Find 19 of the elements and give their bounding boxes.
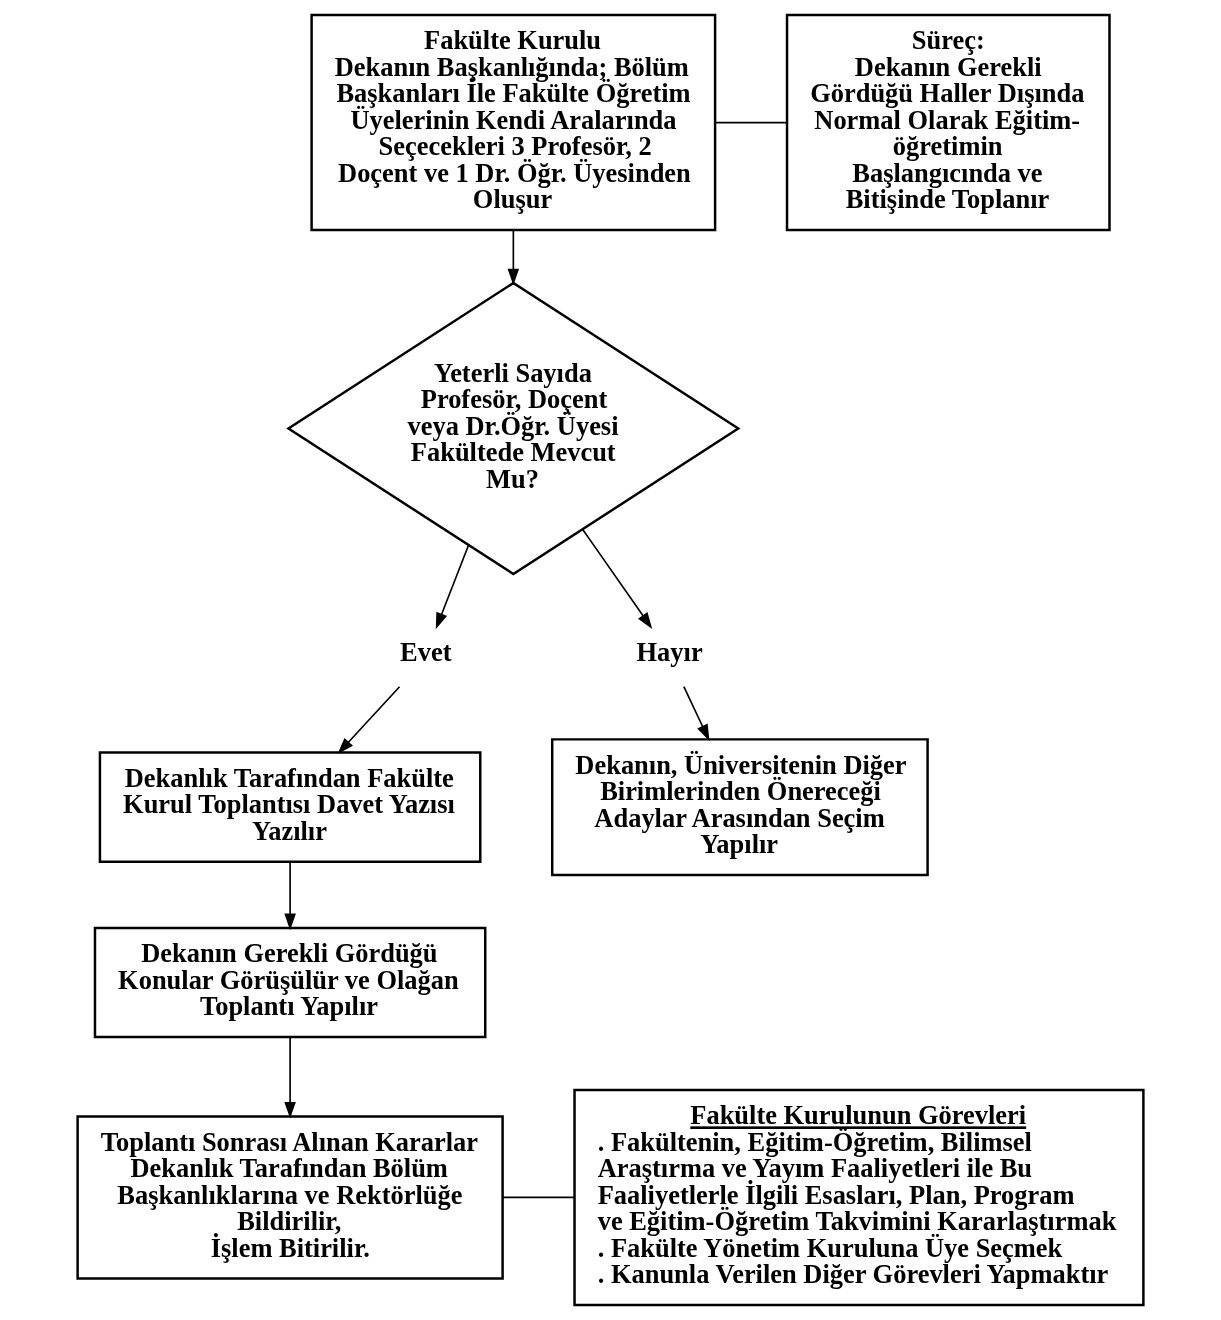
node-box: Fakülte Kurulu Dekanın Başkanlığında; Bölüm Başkanları İle Fakülte Öğretim Üyelerinin Kendi Aralarında Seçecekleri 3 Profesör, 2 Doçent ve 1 Dr. Öğr. Üyesinden Oluşur	[310, 13, 717, 232]
node-diamond: Yeterli Sayıda Profesör, Doçent veya Dr.Öğr. Üyesi Fakültede Mevcut Mu?	[286, 281, 741, 576]
node-box: Toplantı Sonrası Alınan Kararlar Dekanlık Tarafından Bölüm Başkanlıklarına ve Rektörlüğe Bildirilir, İşlem Bitirilir.	[76, 1115, 504, 1280]
node-box: Dekanın, Üniversitenin Diğer Birimlerinden Önereceği Adaylar Arasından Seçim Yapılır	[550, 738, 929, 877]
node-box: Dekanın Gerekli Gördüğü Konular Görüşülür ve Olağan Toplantı Yapılır	[93, 926, 487, 1039]
arrow	[435, 544, 470, 630]
arrow	[507, 229, 520, 286]
arrow	[683, 685, 710, 742]
node-box: Süreç: Dekanın Gerekli Gördüğü Haller Dışında Normal Olarak Eğitim-öğretimin Başlangıcında ve Bitişinde Toplanır	[785, 13, 1111, 232]
arrow	[337, 685, 401, 755]
arrow	[284, 861, 296, 931]
connector	[714, 121, 788, 124]
node-box: Fakülte Kurulunun Görevleri . Fakültenin, Eğitim-Öğretim, Bilimsel Araştırma ve Yayım Faaliyetleri ile Bu Faaliyetlerle İlgili Esasları, Plan, Program ve Eğitim-Öğretim Takvimini Kararlaştırmak . Fakülte Yönetim Kuruluna Üye Seçmek . Kanunla Verilen Diğer Görevleri Yapmaktır	[573, 1088, 1145, 1307]
node-text: Evet	[400, 637, 452, 668]
node-text: Hayır	[636, 637, 703, 668]
arrow	[284, 1036, 296, 1119]
node-box: Dekanlık Tarafından Fakülte Kurul Toplantısı Davet Yazısı Yazılır	[98, 751, 482, 863]
arrow	[581, 528, 653, 629]
connector	[502, 1196, 576, 1199]
